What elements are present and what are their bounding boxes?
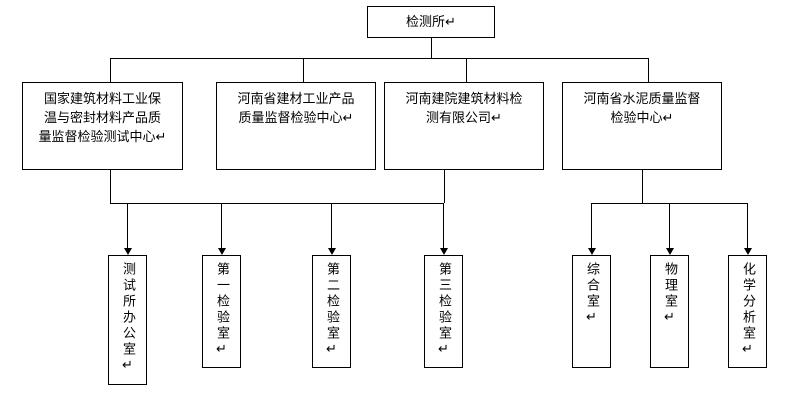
arrowhead-unit-3 [328,248,336,255]
connector-drop-div-2 [303,58,304,82]
connector-main-bus [110,58,648,59]
connector-drop-unit-4 [443,203,444,248]
node-unit-1-label: 测试所办公室↵ [120,262,135,376]
node-div-3[interactable]: 河南建院建筑材料检 测有限公司↵ [384,82,544,170]
connector-stem-div-4 [642,170,643,203]
arrowhead-unit-7 [744,248,752,255]
node-unit-4-label: 第三检验室↵ [436,262,451,360]
node-div-1[interactable]: 国家建筑材料工业保 温与密封材料产品质 量监督检验测试中心↵ [22,82,183,170]
connector-drop-div-4 [648,58,649,82]
connector-riser-div-3 [444,170,445,203]
arrowhead-unit-5 [588,248,596,255]
node-unit-1[interactable]: 测试所办公室↵ [108,255,147,385]
connector-drop-div-3 [466,58,467,82]
node-root[interactable]: 检测所↵ [367,6,495,38]
node-unit-3-label: 第二检验室↵ [324,262,339,360]
arrowhead-unit-6 [666,248,674,255]
connector-drop-unit-2 [221,203,222,248]
connector-drop-unit-5 [591,203,592,248]
connector-left-bus [110,203,444,204]
connector-drop-div-1 [110,58,111,82]
node-div-2[interactable]: 河南省建材工业产品 质量监督检验中心↵ [216,82,376,170]
node-div-4[interactable]: 河南省水泥质量监督 检验中心↵ [562,82,722,170]
node-unit-4[interactable]: 第三检验室↵ [424,255,463,368]
connector-drop-unit-7 [747,203,748,248]
node-div-3-label: 河南建院建筑材料检 测有限公司↵ [405,92,523,126]
connector-root-stem [431,38,432,58]
arrowhead-unit-4 [440,248,448,255]
node-unit-7[interactable]: 化学分析室↵ [728,255,767,368]
node-unit-2-label: 第一检验室↵ [214,262,229,360]
node-unit-2[interactable]: 第一检验室↵ [202,255,241,368]
node-unit-7-label: 化学分析室↵ [740,262,755,360]
node-div-4-label: 河南省水泥质量监督 检验中心↵ [583,92,701,126]
arrowhead-unit-1 [124,248,132,255]
connector-drop-unit-1 [127,203,128,248]
node-unit-5[interactable]: 综合室↵ [572,255,611,368]
connector-drop-unit-3 [331,203,332,248]
connector-drop-unit-6 [669,203,670,248]
connector-stem-div-1 [110,170,111,203]
node-div-2-label: 河南省建材工业产品 质量监督检验中心↵ [237,92,355,126]
node-div-1-label: 国家建筑材料工业保 温与密封材料产品质 量监督检验测试中心↵ [38,92,167,145]
node-unit-5-label: 综合室↵ [584,262,599,328]
node-unit-6[interactable]: 物理室↵ [650,255,689,368]
node-root-label: 检测所↵ [406,14,456,30]
node-unit-6-label: 物理室↵ [662,262,677,328]
arrowhead-unit-2 [218,248,226,255]
node-unit-3[interactable]: 第二检验室↵ [312,255,351,368]
